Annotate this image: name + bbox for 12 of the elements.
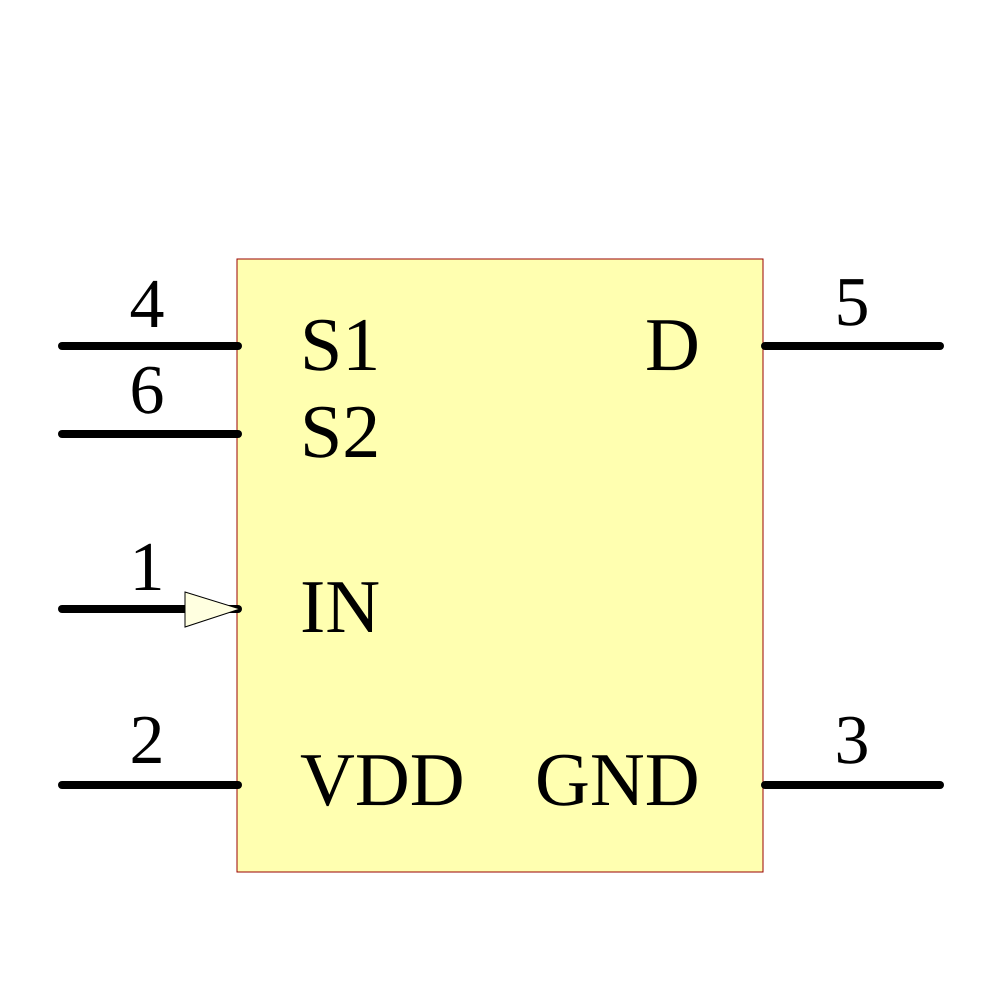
pin-number: 5: [834, 268, 870, 338]
pin-number: 3: [834, 706, 870, 776]
pin-number: 2: [130, 706, 164, 776]
pin-name: GND: [535, 742, 700, 818]
pin-number: 4: [130, 270, 164, 340]
pin-name: S1: [300, 307, 380, 383]
pin-number: 1: [130, 533, 164, 603]
pin-name: D: [645, 307, 700, 383]
pin-number: 6: [130, 356, 164, 426]
pin-name: S2: [300, 394, 380, 470]
pin-name: IN: [300, 569, 380, 645]
pin-name: VDD: [300, 742, 465, 818]
